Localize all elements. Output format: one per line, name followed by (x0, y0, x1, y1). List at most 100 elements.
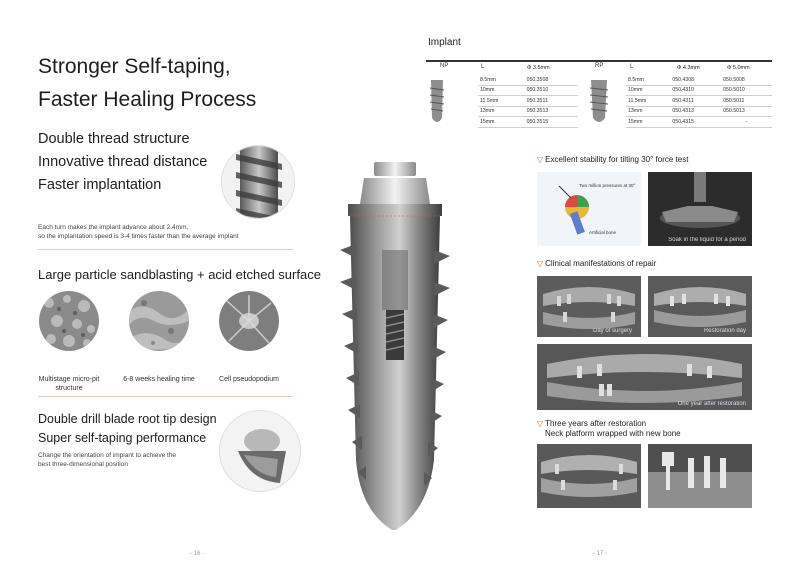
rp-code-50: 050.5013 (721, 106, 772, 117)
section1-line3: Faster implantation (38, 177, 162, 193)
section3-line2: Super self-taping performance (38, 431, 207, 445)
np-length: 15mm (478, 116, 525, 128)
caption-micro-pit-line1: Multistage micro-pit (38, 376, 100, 383)
section1-line1: Double thread structure (38, 131, 190, 147)
rp-code-43: 050.4313 (670, 106, 722, 117)
rp-implant-thumbnail (588, 80, 610, 126)
soak-test-image: Soak in the liquid for a period (648, 172, 752, 246)
rp-code-43: 050.4311 (670, 95, 722, 107)
thread-closeup-image (221, 145, 295, 219)
xray-three-years-2 (648, 444, 752, 508)
xray-caption-surgery: Day of surgery (593, 328, 633, 334)
xray-caption-one-year: One year after restoration (677, 401, 746, 407)
caption-micro-pit: Multistage micro-pit structure (29, 375, 109, 393)
root-tip-image (219, 410, 301, 492)
section2-heading: Large particle sandblasting + acid etche… (38, 267, 321, 282)
section3-description: Change the orientation of implant to ach… (38, 451, 176, 469)
implant-title: Implant (428, 37, 461, 48)
rp-code-50: - (721, 116, 772, 128)
np-code: 050.3513 (524, 106, 578, 117)
stab-label-bone: Artificial bone (589, 230, 617, 235)
caption-healing: 6-8 weeks healing time (123, 376, 195, 383)
sem-image-healing (129, 291, 189, 351)
np-code: 050.3511 (524, 95, 578, 107)
rp-label: RP (595, 63, 604, 69)
repair-title: Clinical manifestations of repair (545, 259, 657, 268)
rp-code-50: 050.5008 (721, 75, 772, 86)
rp-code-43: 050.4315 (670, 116, 722, 128)
xray-day-of-surgery: Day of surgery (537, 276, 641, 337)
rp-col-diameter-2: Φ 5.0mm (727, 65, 750, 71)
section1-description: Each turn makes the implant advance abou… (38, 223, 239, 241)
np-code: 050.3508 (524, 75, 578, 86)
triangle-icon: ▽ (537, 259, 544, 268)
np-label: NP (440, 63, 449, 69)
repair-heading: ▽Clinical manifestations of repair (537, 259, 656, 269)
section3-desc-line1: Change the orientation of implant to ach… (38, 452, 177, 459)
np-code: 050.3515 (524, 116, 578, 128)
divider (38, 396, 293, 397)
three-years-title: Three years after restoration (545, 419, 647, 428)
np-col-diameter: Φ 3.5mm (527, 65, 550, 71)
np-length: 13mm (478, 106, 525, 117)
rp-col-length: L (630, 64, 634, 70)
section3-heading: Double drill blade root tip design Super… (38, 410, 217, 448)
np-length: 10mm (478, 85, 525, 96)
xray-one-year: One year after restoration (537, 344, 752, 410)
stability-title: Excellent stability for tilting 30° forc… (545, 155, 689, 164)
section1-line2: Innovative thread distance (38, 154, 208, 170)
np-length: 8.5mm (478, 75, 525, 86)
section1-heading: Double thread structure Innovative threa… (38, 128, 207, 197)
soak-caption: Soak in the liquid for a period (668, 237, 746, 243)
rp-code-50: 050.5010 (721, 85, 772, 96)
page-title-line1: Stronger Self-taping, (38, 55, 231, 78)
rp-length: 13mm (626, 106, 671, 117)
section3-line1: Double drill blade root tip design (38, 412, 217, 426)
np-col-length: L (481, 64, 485, 70)
np-code: 050.3510 (524, 85, 578, 96)
triangle-icon: ▽ (537, 155, 544, 164)
page-title-line2: Faster Healing Process (38, 88, 257, 111)
rp-code-43: 050.4310 (670, 85, 722, 96)
rp-length: 10mm (626, 85, 671, 96)
sem-image-cell-pseudopodium (219, 291, 279, 351)
stability-test-image: Two million pressures at 30° Artificial … (537, 172, 641, 246)
implant-illustration (330, 160, 460, 545)
rp-length: 15mm (626, 116, 671, 128)
rp-length: 8.5mm (626, 75, 671, 86)
three-years-subtitle: Neck platform wrapped with new bone (545, 429, 681, 438)
caption-micro-pit-line2: structure (55, 385, 83, 392)
rp-code-50: 050.5011 (721, 95, 772, 107)
rp-col-diameter-1: Φ 4.3mm (677, 65, 700, 71)
section1-desc-line1: Each turn makes the implant advance abou… (38, 224, 189, 231)
np-length: 11.5mm (478, 95, 525, 107)
divider (38, 249, 293, 250)
xray-restoration-day: Restoration day (648, 276, 752, 337)
np-implant-thumbnail (428, 80, 446, 126)
triangle-icon: ▽ (537, 419, 544, 428)
sem-image-micro-pit (39, 291, 99, 351)
section3-desc-line2: best three-dimensional position (38, 461, 128, 468)
page-number-left: - 16 - (190, 551, 205, 557)
section1-desc-line2: so the implantation speed is 3-4 times f… (38, 233, 239, 240)
rp-code-43: 050.4308 (670, 75, 722, 86)
page-number-right: - 17 - (593, 551, 608, 557)
rp-length: 11.5mm (626, 95, 671, 107)
caption-cell: Cell pseudopodium (219, 376, 279, 383)
three-years-heading: ▽Three years after restoration Neck plat… (537, 419, 681, 439)
xray-three-years-1 (537, 444, 641, 508)
xray-caption-restoration: Restoration day (703, 328, 746, 334)
table-top-rule (426, 60, 772, 62)
